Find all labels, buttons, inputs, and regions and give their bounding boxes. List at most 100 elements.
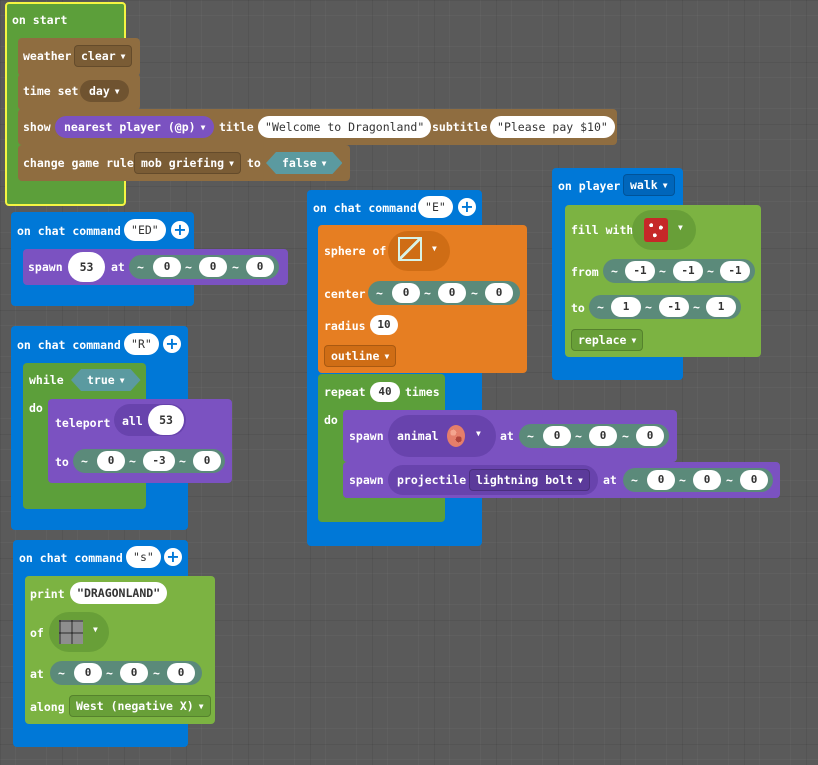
z-input[interactable]: 0 [167, 663, 195, 683]
add-parameter-icon[interactable]: + [164, 548, 182, 566]
fill-block[interactable]: fill with ▼ from ~ -1 ~ -1 ~ -1 to ~ 1 ~… [565, 205, 761, 357]
command-text: ED [137, 223, 152, 237]
shape-mode-value: outline [331, 349, 380, 363]
time-dropdown[interactable]: day▼ [80, 80, 129, 102]
position-r[interactable]: ~ 0 ~ -3 ~ 0 [73, 449, 225, 473]
chat-command-label: on chat command [17, 338, 121, 352]
radius-input[interactable]: 10 [370, 315, 398, 335]
z-input[interactable]: 0 [636, 426, 664, 446]
redstone-block-icon [644, 218, 668, 242]
repeat-count-input[interactable]: 40 [370, 382, 400, 402]
teleport-target[interactable]: all 53 [114, 404, 186, 436]
spawn-label: spawn [28, 260, 63, 274]
z-input[interactable]: 0 [740, 470, 768, 490]
tilde-z: ~ [707, 264, 714, 278]
boolean-dropdown[interactable]: false▼ [266, 152, 342, 174]
chevron-down-icon: ▼ [119, 376, 125, 385]
game-rule-block[interactable]: change game rule mob griefing▼ to false▼ [18, 145, 350, 181]
subtitle-input[interactable]: "Please pay $10" [490, 116, 615, 138]
glass-block-icon [398, 237, 422, 261]
x-input[interactable]: 0 [647, 470, 675, 490]
to-position[interactable]: ~ 1 ~ -1 ~ 1 [589, 295, 741, 319]
mob-selector[interactable]: 53 [68, 252, 105, 282]
condition-dropdown[interactable]: true▼ [71, 369, 141, 391]
y-input[interactable]: 0 [120, 663, 148, 683]
x-input[interactable]: 0 [392, 283, 420, 303]
x-input[interactable]: 0 [97, 451, 125, 471]
print-text-input[interactable]: "DRAGONLAND" [70, 582, 168, 604]
spawn-projectile-block[interactable]: spawn projectile lightning bolt▼ at ~ 0 … [343, 462, 780, 498]
z-input[interactable]: 0 [246, 257, 274, 277]
target-selector[interactable]: nearest player (@p)▼ [55, 116, 215, 138]
y-input[interactable]: 0 [589, 426, 617, 446]
y-input[interactable]: 0 [693, 470, 721, 490]
x-input[interactable]: 1 [611, 297, 641, 317]
show-label: show [23, 120, 51, 134]
y-input[interactable]: 0 [438, 283, 466, 303]
z-input[interactable]: 0 [485, 283, 513, 303]
z-input[interactable]: 1 [706, 297, 736, 317]
projectile-dropdown[interactable]: lightning bolt▼ [469, 469, 590, 491]
spawn-block[interactable]: spawn 53 at ~ 0 ~ 0 ~ 0 [23, 249, 288, 285]
direction-dropdown[interactable]: West (negative X)▼ [69, 695, 211, 717]
add-parameter-icon[interactable]: + [163, 335, 181, 353]
tilde-z: ~ [726, 473, 733, 487]
radius-label: radius [324, 319, 366, 333]
teleport-block[interactable]: teleport all 53 to ~ 0 ~ -3 ~ 0 [48, 399, 232, 483]
command-input[interactable]: "s" [126, 546, 161, 568]
from-position[interactable]: ~ -1 ~ -1 ~ -1 [603, 259, 755, 283]
spawn-egg-icon [447, 425, 465, 447]
x-input[interactable]: 0 [153, 257, 181, 277]
position-s[interactable]: ~ 0 ~ 0 ~ 0 [50, 661, 202, 685]
x-input[interactable]: 0 [74, 663, 102, 683]
position-ed[interactable]: ~ 0 ~ 0 ~ 0 [129, 255, 279, 279]
command-input[interactable]: "ED" [124, 219, 166, 241]
command-input[interactable]: "E" [418, 196, 453, 218]
center-label: center [324, 287, 366, 301]
y-input[interactable]: 0 [199, 257, 227, 277]
add-parameter-icon[interactable]: + [458, 198, 476, 216]
print-block[interactable]: print "DRAGONLAND" of ▼ at ~ 0 ~ 0 ~ 0 a… [25, 576, 215, 724]
chevron-down-icon: ▼ [384, 352, 390, 361]
while-label: while [29, 373, 64, 387]
player-event-dropdown[interactable]: walk▼ [623, 174, 675, 196]
do-label: do [324, 413, 338, 427]
on-player-label: on player [558, 179, 621, 193]
x-input[interactable]: 0 [543, 426, 571, 446]
fill-mode-dropdown[interactable]: replace▼ [571, 329, 644, 351]
tilde-x: ~ [527, 429, 534, 443]
time-set-block[interactable]: time set day▼ [18, 74, 140, 110]
z-input[interactable]: -1 [720, 261, 750, 281]
add-parameter-icon[interactable]: + [171, 221, 189, 239]
fill-block-selector[interactable]: ▼ [632, 210, 696, 250]
tilde-y: ~ [185, 260, 192, 274]
x-input[interactable]: -1 [625, 261, 655, 281]
y-input[interactable]: -3 [143, 451, 175, 471]
chevron-down-icon: ▼ [432, 244, 437, 253]
entity-input[interactable]: 53 [148, 405, 184, 435]
title-input[interactable]: "Welcome to Dragonland" [258, 116, 432, 138]
chevron-down-icon: ▼ [678, 223, 683, 232]
shape-mode-dropdown[interactable]: outline ▼ [324, 345, 397, 367]
tilde-x: ~ [611, 264, 618, 278]
sphere-block[interactable]: sphere of ▼ center ~ 0 ~ 0 ~ 0 radius 10… [318, 225, 527, 373]
animal-selector[interactable]: animal ▼ [388, 415, 496, 457]
projectile-position[interactable]: ~ 0 ~ 0 ~ 0 [623, 468, 773, 492]
block-selector[interactable]: ▼ [49, 612, 109, 652]
show-title-block[interactable]: show nearest player (@p)▼ title "Welcome… [18, 109, 617, 145]
animal-position[interactable]: ~ 0 ~ 0 ~ 0 [519, 424, 669, 448]
spawn-animal-block[interactable]: spawn animal ▼ at ~ 0 ~ 0 ~ 0 [343, 410, 677, 462]
projectile-selector[interactable]: projectile lightning bolt▼ [388, 465, 598, 495]
sphere-block-selector[interactable]: ▼ [388, 231, 450, 271]
weather-dropdown[interactable]: clear▼ [74, 45, 133, 67]
command-text: R [137, 337, 145, 351]
repeat-label: repeat [324, 385, 366, 399]
projectile-label: projectile [397, 473, 467, 487]
y-input[interactable]: -1 [673, 261, 703, 281]
rule-dropdown[interactable]: mob griefing▼ [134, 152, 241, 174]
y-input[interactable]: -1 [659, 297, 689, 317]
z-input[interactable]: 0 [193, 451, 221, 471]
weather-block[interactable]: weather clear▼ [18, 38, 140, 76]
center-position[interactable]: ~ 0 ~ 0 ~ 0 [368, 281, 520, 305]
command-input[interactable]: "R" [124, 333, 159, 355]
